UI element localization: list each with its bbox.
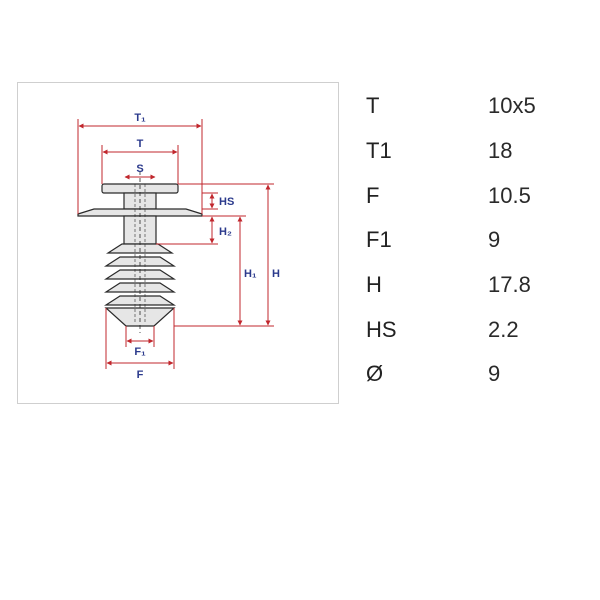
label-f: F [137, 369, 144, 381]
spec-value: 18 [488, 138, 513, 164]
diagram-frame: T₁ T S HS H₂ H₁ H F₁ F [17, 82, 339, 404]
spec-row-hs: HS 2.2 [366, 307, 586, 352]
spec-row-f: F 10.5 [366, 173, 586, 218]
label-t: T [137, 138, 144, 150]
spec-row-diameter: Ø 9 [366, 352, 586, 397]
spec-value: 10x5 [488, 93, 536, 119]
spec-label: T1 [366, 138, 392, 164]
label-h: H [272, 268, 280, 280]
spec-label: F [366, 182, 380, 208]
rivet-rib-4 [103, 282, 177, 293]
spec-label: F1 [366, 227, 392, 253]
spec-value: 9 [488, 361, 501, 387]
spec-row-f1: F1 9 [366, 218, 586, 263]
spec-label: HS [366, 316, 397, 342]
label-t1: T₁ [134, 112, 146, 124]
spec-label: T [366, 93, 380, 119]
spec-value: 9 [488, 227, 501, 253]
spec-label: H [366, 272, 382, 298]
spec-table: T 10x5 T1 18 F 10.5 F1 9 H 17.8 HS 2.2 Ø… [366, 84, 586, 397]
spec-value: 2.2 [488, 316, 519, 342]
spec-row-t1: T1 18 [366, 129, 586, 174]
label-h2: H₂ [219, 226, 232, 238]
spec-row-h: H 17.8 [366, 263, 586, 308]
rivet-rib-3 [103, 269, 177, 280]
label-h1: H₁ [244, 268, 257, 280]
rivet-tip [104, 307, 176, 327]
push-rivet-diagram: T₁ T S HS H₂ H₁ H F₁ F [77, 112, 280, 381]
spec-label: Ø [366, 361, 384, 387]
spec-value: 10.5 [488, 182, 531, 208]
rivet-rib-2 [103, 256, 177, 267]
spec-row-t: T 10x5 [366, 84, 586, 129]
spec-value: 17.8 [488, 272, 531, 298]
label-s: S [136, 163, 143, 175]
label-hs: HS [219, 196, 234, 208]
label-f1: F₁ [134, 346, 146, 358]
